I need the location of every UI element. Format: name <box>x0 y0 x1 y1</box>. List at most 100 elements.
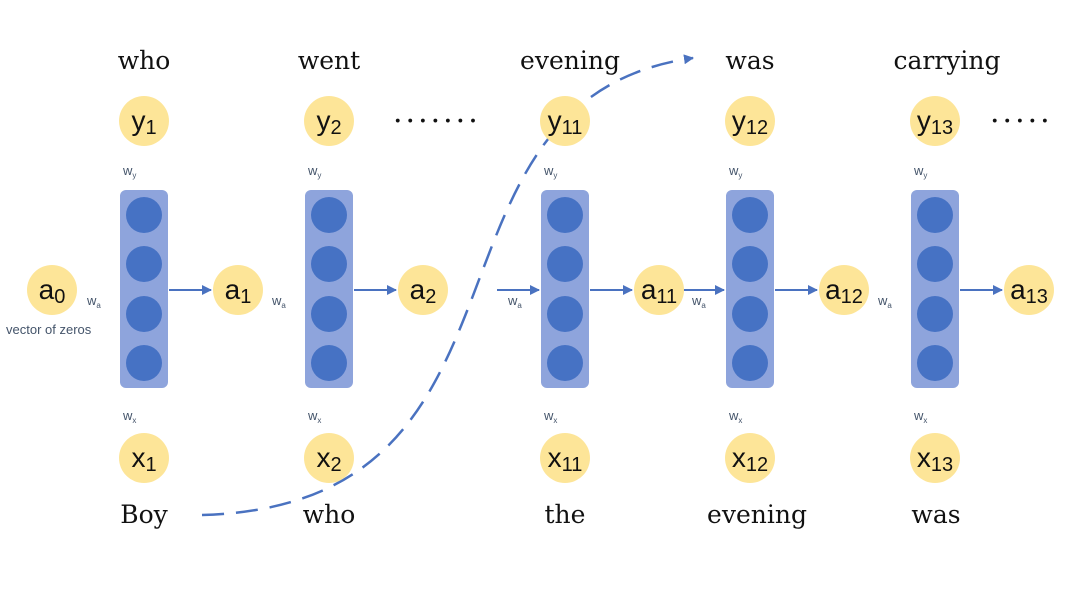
node-x11-base: x <box>547 442 562 473</box>
weight-wa-t1-sub: a <box>96 301 101 310</box>
hidden-unit <box>311 197 347 233</box>
weight-wa-t11-base: w <box>508 293 518 308</box>
node-a11-sub: 11 <box>656 286 678 308</box>
weight-wx-t2-base: w <box>308 408 318 423</box>
hidden-unit <box>732 197 768 233</box>
input-word-t12: evening <box>707 500 807 529</box>
hidden-unit <box>732 246 768 282</box>
weight-wx-t12-sub: x <box>738 416 743 425</box>
weight-wy-t11-sub: y <box>553 171 558 180</box>
hidden-unit <box>547 197 583 233</box>
node-x1-sub: 1 <box>145 454 157 476</box>
output-word-t13: carrying <box>893 46 1001 75</box>
node-a13-base: a <box>1010 274 1026 305</box>
node-x11-sub: 11 <box>561 454 583 476</box>
rnn-cell-t1 <box>120 190 168 388</box>
weight-wx-t13-base: w <box>914 408 924 423</box>
weight-wa-t1: wa <box>87 293 101 310</box>
output-word-t11: evening <box>520 46 620 75</box>
output-word-t1: who <box>117 46 171 75</box>
hidden-unit <box>126 296 162 332</box>
weight-wx-t11-base: w <box>544 408 554 423</box>
hidden-unit <box>917 246 953 282</box>
input-word-t2: who <box>302 500 356 529</box>
weight-wy-t1-base: w <box>123 163 133 178</box>
hidden-unit <box>917 345 953 381</box>
hidden-unit <box>917 197 953 233</box>
weight-wx-t11-sub: x <box>553 416 558 425</box>
weight-wx-t13: wx <box>914 408 928 425</box>
weight-wa-t11-sub: a <box>517 301 522 310</box>
weight-wa-t13-base: w <box>878 293 888 308</box>
weight-wx-t1: wx <box>123 408 136 425</box>
weight-wa-t2: wa <box>272 293 286 310</box>
weight-wa-t2-sub: a <box>281 301 286 310</box>
node-x2-base: x <box>316 442 331 473</box>
hidden-unit <box>547 246 583 282</box>
long-dependency-curve <box>201 54 694 517</box>
node-x1-base: x <box>131 442 146 473</box>
node-a1-base: a <box>224 274 241 305</box>
weight-wa-t2-base: w <box>272 293 282 308</box>
ellipsis-2: ····· <box>990 104 1053 139</box>
rnn-cell-t11 <box>541 190 589 388</box>
weight-wx-t11: wx <box>544 408 558 425</box>
node-a11-base: a <box>640 274 657 305</box>
node-a2-base: a <box>409 274 426 305</box>
weight-wy-t13-base: w <box>914 163 924 178</box>
node-y13-base: y <box>916 105 931 136</box>
node-y1-base: y <box>131 105 146 136</box>
input-word-t11: the <box>544 500 586 529</box>
node-x2-sub: 2 <box>330 454 342 476</box>
rnn-cell-t13 <box>911 190 959 388</box>
weight-wa-t12: wa <box>692 293 706 310</box>
node-y13-sub: 13 <box>930 117 954 139</box>
weight-wy-t12: wy <box>729 163 743 180</box>
node-a12-sub: 12 <box>840 286 863 308</box>
node-y1-sub: 1 <box>145 117 157 139</box>
output-word-t2: went <box>297 46 361 75</box>
weight-wy-t2-base: w <box>308 163 318 178</box>
input-word-t1: Boy <box>120 500 168 529</box>
output-word-t12: was <box>725 46 775 75</box>
weight-wa-t12-sub: a <box>701 301 706 310</box>
ellipsis-1: ······· <box>393 104 481 139</box>
hidden-unit <box>917 296 953 332</box>
node-y11-base: y <box>547 105 562 136</box>
hidden-unit <box>126 197 162 233</box>
hidden-unit <box>126 345 162 381</box>
node-x13-base: x <box>916 442 931 473</box>
weight-wa-t12-base: w <box>692 293 702 308</box>
node-a0-sub: 0 <box>54 286 66 308</box>
node-a2-sub: 2 <box>425 286 437 308</box>
node-y12-base: y <box>731 105 746 136</box>
hidden-unit <box>311 296 347 332</box>
hidden-unit <box>126 246 162 282</box>
weight-wy-t12-sub: y <box>738 171 743 180</box>
hidden-unit <box>547 345 583 381</box>
hidden-unit <box>311 345 347 381</box>
weight-wa-t1-base: w <box>87 293 97 308</box>
weight-wy-t12-base: w <box>729 163 739 178</box>
initial-state-note: vector of zeros <box>6 322 92 337</box>
node-x13-sub: 13 <box>930 454 954 476</box>
weight-wa-t11: wa <box>508 293 522 310</box>
weight-wx-t13-sub: x <box>923 416 928 425</box>
node-y2-base: y <box>316 105 331 136</box>
rnn-cell-t2 <box>305 190 353 388</box>
node-a1-sub: 1 <box>240 286 252 308</box>
weight-wy-t1: wy <box>123 163 136 180</box>
weight-wx-t2: wx <box>308 408 321 425</box>
